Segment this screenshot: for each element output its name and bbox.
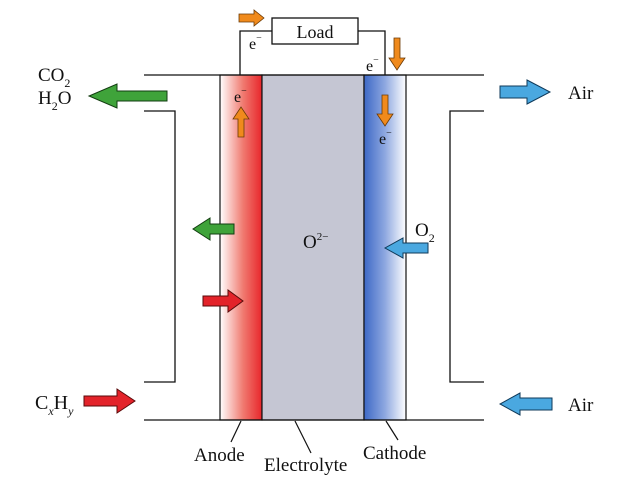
load-box bbox=[271, 17, 359, 45]
electron-label-cathode: e− bbox=[379, 128, 392, 148]
electron-arrow-cathode-down bbox=[376, 94, 394, 127]
exhaust-arrow-internal bbox=[192, 217, 235, 241]
anode-channel-wall bbox=[144, 110, 176, 383]
anode-label: Anode bbox=[194, 445, 245, 466]
air-in-label: Air bbox=[568, 395, 594, 416]
exhaust-label-co2: CO2 bbox=[38, 65, 70, 90]
circuit-wire-left bbox=[239, 30, 272, 75]
cathode-channel-wall bbox=[449, 110, 484, 383]
electron-arrow-anode-up bbox=[232, 106, 250, 138]
air-arrow-outlet bbox=[499, 79, 552, 105]
load-label: Load bbox=[297, 22, 334, 42]
circuit-wire-right bbox=[358, 30, 386, 75]
exhaust-arrow-outlet bbox=[87, 83, 168, 109]
fuel-label: CxHy bbox=[35, 392, 74, 418]
electrolyte-leader-line bbox=[294, 420, 312, 454]
electrolyte-label: Electrolyte bbox=[264, 455, 347, 476]
anode-leader-line bbox=[230, 420, 242, 443]
electron-arrow-from-load bbox=[388, 37, 406, 71]
fuel-arrow-internal bbox=[202, 289, 244, 313]
electron-label-anode: e− bbox=[234, 86, 247, 106]
electron-arrow-to-load bbox=[238, 9, 265, 27]
electron-label-wire-right: e− bbox=[366, 55, 379, 75]
fuel-arrow-inlet bbox=[83, 388, 136, 414]
electrolyte-ion-label: O2− bbox=[303, 231, 328, 253]
air-out-label: Air bbox=[568, 83, 594, 104]
air-arrow-inlet bbox=[498, 392, 553, 416]
electrolyte-layer bbox=[261, 74, 365, 421]
electron-label-wire-left: e− bbox=[249, 33, 262, 53]
exhaust-label-h2o: H2O bbox=[38, 88, 71, 113]
cathode-leader-line bbox=[385, 420, 399, 441]
cathode-label: Cathode bbox=[363, 443, 426, 464]
oxygen-label: O2 bbox=[415, 220, 435, 245]
oxygen-arrow-internal bbox=[383, 237, 429, 259]
